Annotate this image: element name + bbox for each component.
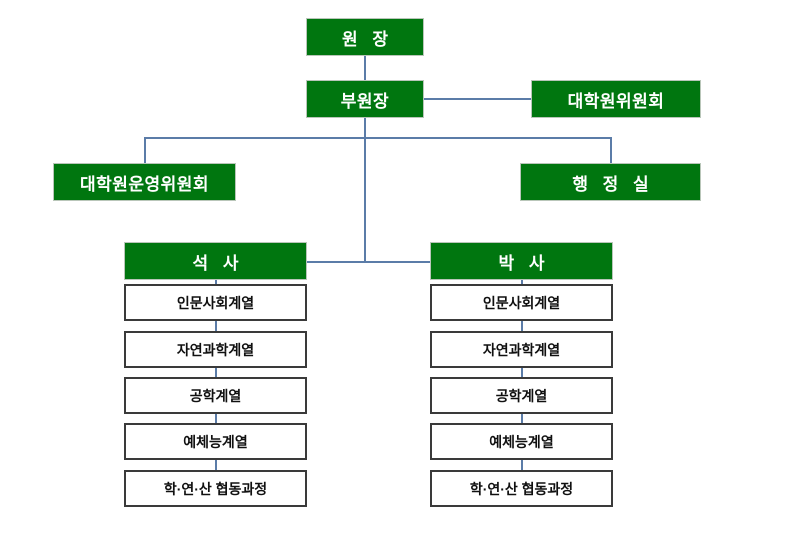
- node-doctorate-program-2[interactable]: 공학계열: [430, 377, 613, 414]
- node-masters[interactable]: 석 사: [124, 242, 307, 280]
- node-masters-program-3[interactable]: 예체능계열: [124, 423, 307, 460]
- node-doctorate-program-4[interactable]: 학·연·산 협동과정: [430, 470, 613, 507]
- node-masters-program-1[interactable]: 자연과학계열: [124, 331, 307, 368]
- node-doctorate-program-3[interactable]: 예체능계열: [430, 423, 613, 460]
- node-graduate-steering-committee[interactable]: 대학원운영위원회: [53, 163, 236, 201]
- node-director[interactable]: 원 장: [306, 18, 424, 56]
- node-masters-program-4[interactable]: 학·연·산 협동과정: [124, 470, 307, 507]
- node-administration-office[interactable]: 행 정 실: [520, 163, 701, 201]
- node-masters-program-2[interactable]: 공학계열: [124, 377, 307, 414]
- connector-vice-to-graduate-committee: [423, 98, 533, 100]
- connector-director-to-vice: [364, 56, 366, 86]
- node-vice-director[interactable]: 부원장: [306, 80, 424, 118]
- connector-degree-bus: [307, 261, 431, 263]
- connector-branch-bus: [144, 137, 611, 139]
- node-masters-program-0[interactable]: 인문사회계열: [124, 284, 307, 321]
- connector-doctorate-spine: [521, 272, 523, 478]
- connector-spine-to-degree-bus: [364, 137, 366, 261]
- node-doctorate[interactable]: 박 사: [430, 242, 613, 280]
- node-doctorate-program-0[interactable]: 인문사회계열: [430, 284, 613, 321]
- node-graduate-committee[interactable]: 대학원위원회: [531, 80, 701, 118]
- connector-bus-to-steering-committee: [144, 137, 146, 163]
- connector-masters-spine: [215, 272, 217, 478]
- node-doctorate-program-1[interactable]: 자연과학계열: [430, 331, 613, 368]
- connector-vice-down: [364, 118, 366, 139]
- connector-bus-to-admin-office: [610, 137, 612, 163]
